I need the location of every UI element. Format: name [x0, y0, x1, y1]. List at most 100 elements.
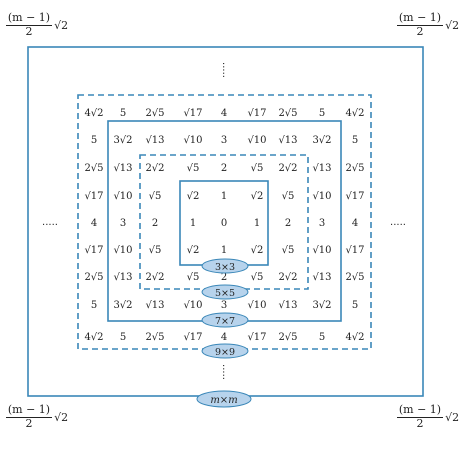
- grid-cell: √13: [145, 300, 164, 311]
- grid-cell: 0: [221, 218, 227, 229]
- grid-cell: √5: [251, 272, 264, 283]
- grid-cell: 2√2: [145, 163, 164, 174]
- corner-denominator: 2: [416, 25, 424, 38]
- grid-cell: 2√2: [278, 163, 297, 174]
- grid-cell: √13: [312, 272, 331, 283]
- corner-denominator: 2: [25, 417, 33, 430]
- grid-cell: √13: [278, 135, 297, 146]
- corner-label-bottom-right: (m − 1)2 √2: [393, 404, 463, 430]
- grid-cell: 2√5: [84, 163, 103, 174]
- grid-cell: 4: [91, 218, 97, 229]
- grid-cell: 5: [319, 108, 325, 119]
- grid-cell: √10: [312, 191, 331, 202]
- grid-cell: √2: [251, 245, 264, 256]
- grid-cell: √17: [345, 191, 364, 202]
- grid-cell: √10: [247, 300, 266, 311]
- grid-cell: √5: [149, 245, 162, 256]
- grid-cell: 2√5: [145, 108, 164, 119]
- corner-numerator: (m − 1): [5, 11, 53, 26]
- grid-cell: √10: [312, 245, 331, 256]
- corner-radical: √2: [54, 410, 69, 424]
- window-label-oval: [201, 284, 249, 300]
- grid-cell: √13: [278, 300, 297, 311]
- grid-cell: 2√5: [345, 163, 364, 174]
- ellipsis-top: .....: [220, 62, 231, 78]
- grid-cell: 4: [221, 108, 227, 119]
- window-label-oval: [196, 390, 252, 408]
- grid-cell: 5: [91, 135, 97, 146]
- ellipsis-right: .....: [390, 217, 406, 228]
- grid-cell: √5: [149, 191, 162, 202]
- grid-cell: √17: [345, 245, 364, 256]
- grid-cell: √17: [183, 108, 202, 119]
- grid-cell: √10: [113, 245, 132, 256]
- grid-cell: 4√2: [84, 332, 103, 343]
- corner-radical: √2: [445, 18, 460, 32]
- grid-cell: 3: [120, 218, 126, 229]
- grid-cell: 5: [120, 332, 126, 343]
- grid-cell: √5: [187, 272, 200, 283]
- grid-cell: √17: [84, 191, 103, 202]
- grid-cell: 4√2: [345, 108, 364, 119]
- window-size-label: 3×3: [215, 262, 235, 273]
- grid-cell: 1: [221, 245, 227, 256]
- corner-radical: √2: [54, 18, 69, 32]
- grid-cell: √17: [247, 332, 266, 343]
- corner-denominator: 2: [416, 417, 424, 430]
- grid-cell: 2: [221, 163, 227, 174]
- grid-cell: 5: [352, 300, 358, 311]
- grid-cell: 3√2: [312, 135, 331, 146]
- grid-cell: √2: [251, 191, 264, 202]
- window-size-label: 9×9: [215, 347, 235, 358]
- grid-cell: √5: [187, 163, 200, 174]
- grid-cell: 2√5: [345, 272, 364, 283]
- window-size-label: 7×7: [215, 316, 235, 327]
- grid-cell: 1: [221, 191, 227, 202]
- grid-cell: 5: [352, 135, 358, 146]
- grid-cell: √13: [145, 135, 164, 146]
- corner-label-top-left: (m − 1)2 √2: [2, 12, 72, 38]
- corner-denominator: 2: [25, 25, 33, 38]
- grid-cell: 3√2: [113, 135, 132, 146]
- corner-numerator: (m − 1): [396, 11, 444, 26]
- grid-cell: √2: [187, 245, 200, 256]
- window-label-oval: [201, 343, 249, 359]
- ellipsis-left: .....: [42, 217, 58, 228]
- grid-cell: 3: [319, 218, 325, 229]
- corner-radical: √2: [445, 410, 460, 424]
- grid-cell: √10: [183, 135, 202, 146]
- grid-cell: 3√2: [113, 300, 132, 311]
- grid-cell: 4√2: [345, 332, 364, 343]
- grid-cell: 4: [221, 332, 227, 343]
- ellipsis-bottom: .....: [220, 364, 231, 380]
- window-label-oval: [201, 312, 249, 328]
- grid-cell: √13: [312, 163, 331, 174]
- grid-cell: √5: [251, 163, 264, 174]
- grid-cell: √10: [113, 191, 132, 202]
- grid-cell: √17: [183, 332, 202, 343]
- grid-cell: 3: [221, 300, 227, 311]
- grid-cell: √5: [282, 191, 295, 202]
- grid-cell: 2: [152, 218, 158, 229]
- grid-cell: √13: [113, 163, 132, 174]
- grid-cell: 2√2: [278, 272, 297, 283]
- grid-cell: √17: [84, 245, 103, 256]
- grid-cell: √17: [247, 108, 266, 119]
- grid-cell: 3: [221, 135, 227, 146]
- grid-cell: 5: [91, 300, 97, 311]
- window-label-oval: [201, 258, 249, 274]
- corner-label-top-right: (m − 1)2 √2: [393, 12, 463, 38]
- corner-numerator: (m − 1): [396, 403, 444, 418]
- grid-cell: 2: [221, 272, 227, 283]
- grid-cell: 1: [254, 218, 260, 229]
- grid-cell: √10: [183, 300, 202, 311]
- grid-cell: 4√2: [84, 108, 103, 119]
- corner-numerator: (m − 1): [5, 403, 53, 418]
- grid-cell: 3√2: [312, 300, 331, 311]
- grid-cell: 2√5: [278, 332, 297, 343]
- grid-cell: 5: [120, 108, 126, 119]
- grid-cell: √2: [187, 191, 200, 202]
- grid-cell: 4: [352, 218, 358, 229]
